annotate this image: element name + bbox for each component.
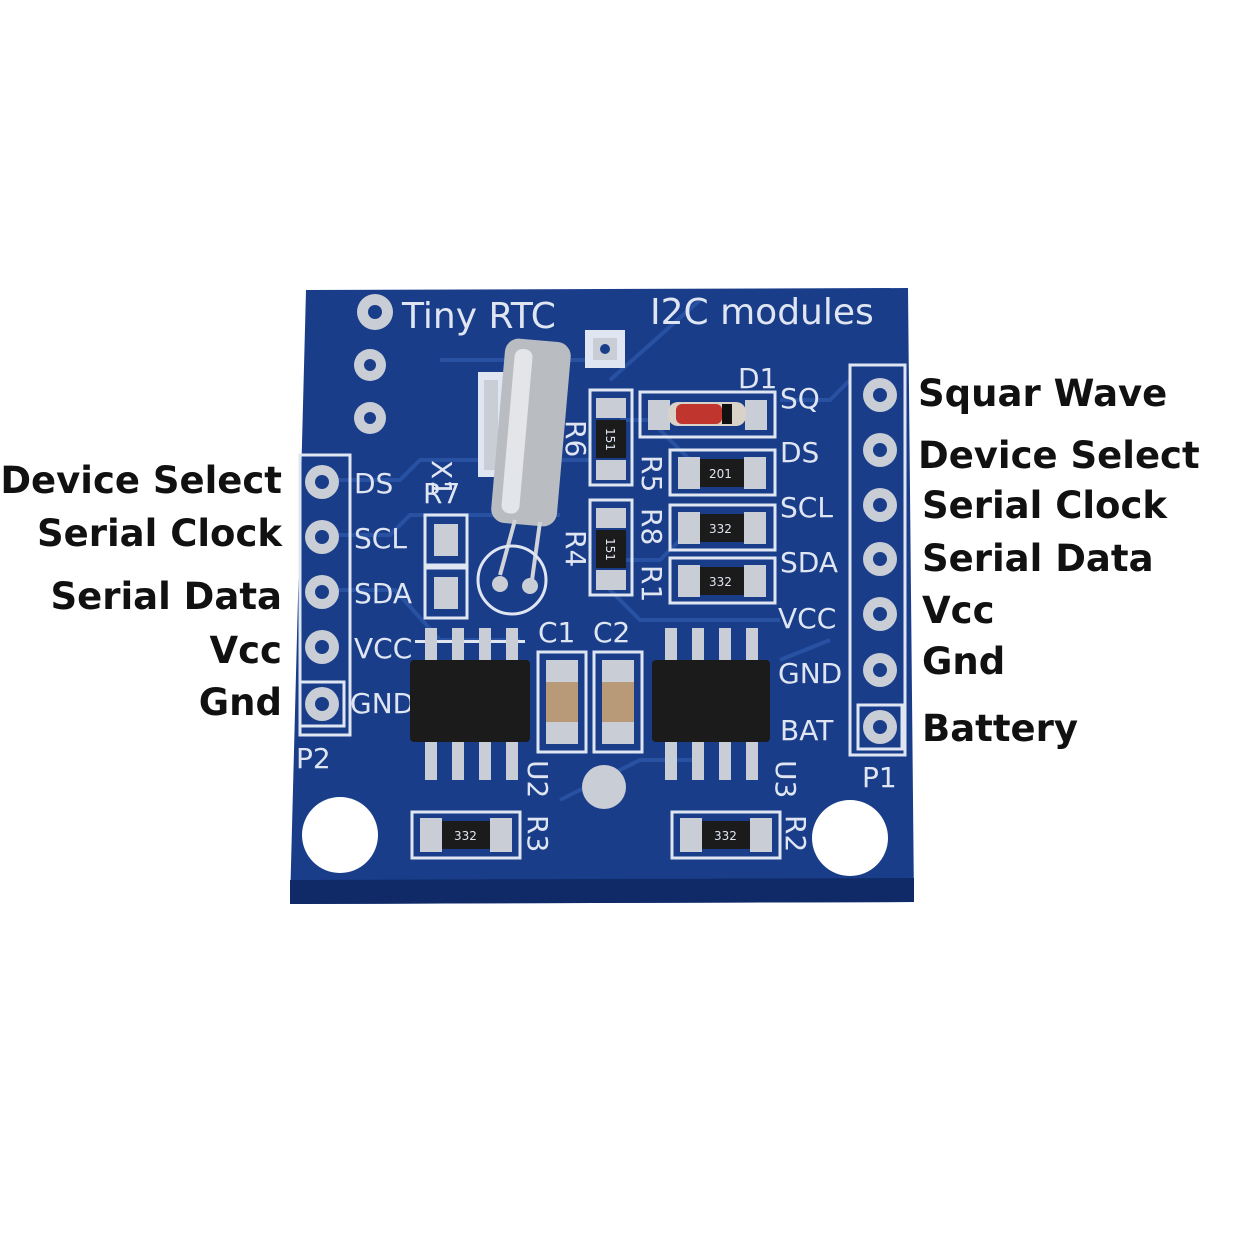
resistor-r6: 151 [588,388,634,487]
p1-pin-labels: SQ DS SCL SDA VCC GND BAT [778,382,842,747]
refdes-r6: R6 [559,420,592,457]
top-left-vias [354,294,393,434]
callout-right-vcc: Vcc [922,589,995,632]
refdes-d1: D1 [738,362,777,395]
refdes-r1: R1 [635,565,668,602]
pin-hole [315,585,329,599]
pin-pad-square [298,680,346,728]
callout-right-square-wave: Squar Wave [918,372,1168,415]
callout-left-vcc: Vcc [209,629,282,672]
pin-hole [315,697,329,711]
pin-hole [315,640,329,654]
refdes-r8: R8 [635,508,668,545]
refdes-r4: R4 [559,530,592,567]
callout-right-battery: Battery [922,707,1079,750]
p2-pin-label: VCC [354,632,412,665]
refdes-r3: R3 [521,815,554,852]
callout-left-serial-clock: Serial Clock [37,512,282,555]
callout-left-serial-data: Serial Data [50,575,282,618]
refdes-r7: R7 [423,477,460,510]
refdes-r2: R2 [779,815,812,852]
callout-right-serial-clock: Serial Clock [922,484,1167,527]
resistor-r4: 151 [588,498,634,597]
p1-pin-label: BAT [780,714,834,747]
resistor-code: 332 [714,829,737,843]
pin-hole [873,388,887,402]
pin-hole [315,475,329,489]
capacitor-c1 [536,650,588,754]
refdes-u2: U2 [521,760,554,798]
p1-pin-label: SQ [780,382,820,415]
p1-pin-label: GND [778,657,842,690]
pin-pad-square [856,703,904,751]
refdes-r5: R5 [635,455,668,492]
p2-pin-label: GND [350,687,414,720]
resistor-code: 201 [709,467,732,481]
p2-pin-label: SDA [354,577,412,610]
pin-hole [873,443,887,457]
p1-pin-label: VCC [778,602,836,635]
resistor-r5: 201 [668,448,777,497]
ic-u2 [410,628,530,780]
refdes-c1: C1 [538,616,575,649]
resistor-code: 332 [454,829,477,843]
pcb-edge-shadow [290,878,914,904]
mounting-hole [302,797,378,873]
resistor-r2: 332 [670,810,782,860]
refdes-u3: U3 [769,760,802,798]
p2-pin-label: DS [354,467,393,500]
p2-pin-pads [298,465,346,728]
header-label-p2: P2 [296,742,331,775]
p1-pin-label: SDA [780,546,838,579]
center-via [582,765,626,809]
mounting-hole [812,800,888,876]
p2-pin-labels: DS SCL SDA VCC GND [350,467,414,720]
pin-hole [873,607,887,621]
board-title-left: Tiny RTC [401,296,556,337]
p1-pin-pads [856,378,904,751]
resistor-r1: 332 [668,556,777,605]
ic-u3 [652,628,770,780]
callout-right-device-select: Device Select [918,434,1200,477]
resistor-code: 151 [603,428,617,451]
resistor-r7-pads [423,513,469,620]
p1-pin-label: SCL [780,491,833,524]
pin-hole [873,720,887,734]
callout-left-gnd: Gnd [198,681,282,724]
header-label-p1: P1 [862,761,897,794]
resistor-code: 151 [603,538,617,561]
resistor-r8: 332 [668,503,777,552]
resistor-r3: 332 [410,810,522,860]
callout-left-device-select: Device Select [0,459,282,502]
p2-pin-label: SCL [354,522,407,555]
callout-right-gnd: Gnd [922,640,1006,683]
resistor-code: 332 [709,575,732,589]
pin-hole [873,498,887,512]
capacitor-c2 [592,650,644,754]
pin-hole [873,552,887,566]
p2-header-outline [298,453,352,737]
p1-pin-label: DS [780,436,819,469]
board-title-right: I2C modules [650,292,874,333]
diode-d1 [638,390,777,439]
refdes-x1: X1 [425,460,458,497]
pin-hole [873,663,887,677]
p1-header-outline [848,363,907,757]
callout-right-serial-data: Serial Data [922,537,1154,580]
pin-hole [315,530,329,544]
crystal-x1 [476,338,571,616]
resistor-code: 332 [709,522,732,536]
refdes-c2: C2 [593,616,630,649]
